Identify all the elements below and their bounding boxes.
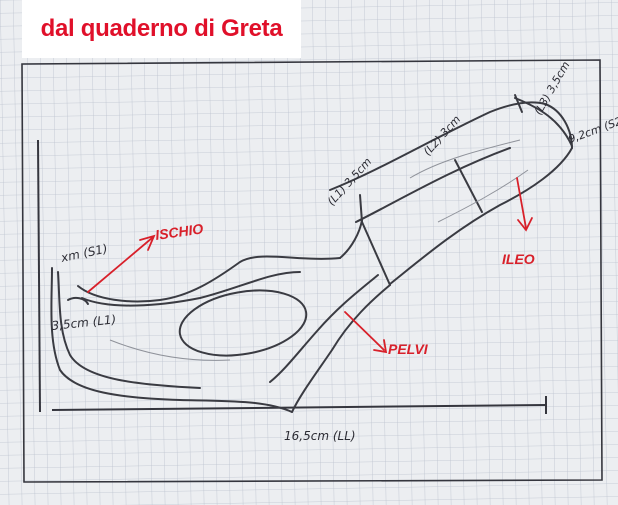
red-annotations: [87, 177, 533, 354]
drawn-frame: [21, 59, 603, 483]
label-ischio: ISCHIO: [154, 220, 204, 243]
label-pelvi: PELVI: [388, 341, 429, 357]
label-l1: 3,5cm (L1): [51, 312, 117, 333]
pencil-sketch: [109, 139, 529, 361]
label-ll: 16,5cm (LL): [284, 429, 356, 443]
hip-bone-drawing: [50, 94, 573, 413]
label-ileo: ILEO: [502, 251, 535, 267]
banner-title: dal quaderno di Greta: [40, 15, 283, 42]
title-banner: dal quaderno di Greta: [22, 0, 301, 58]
